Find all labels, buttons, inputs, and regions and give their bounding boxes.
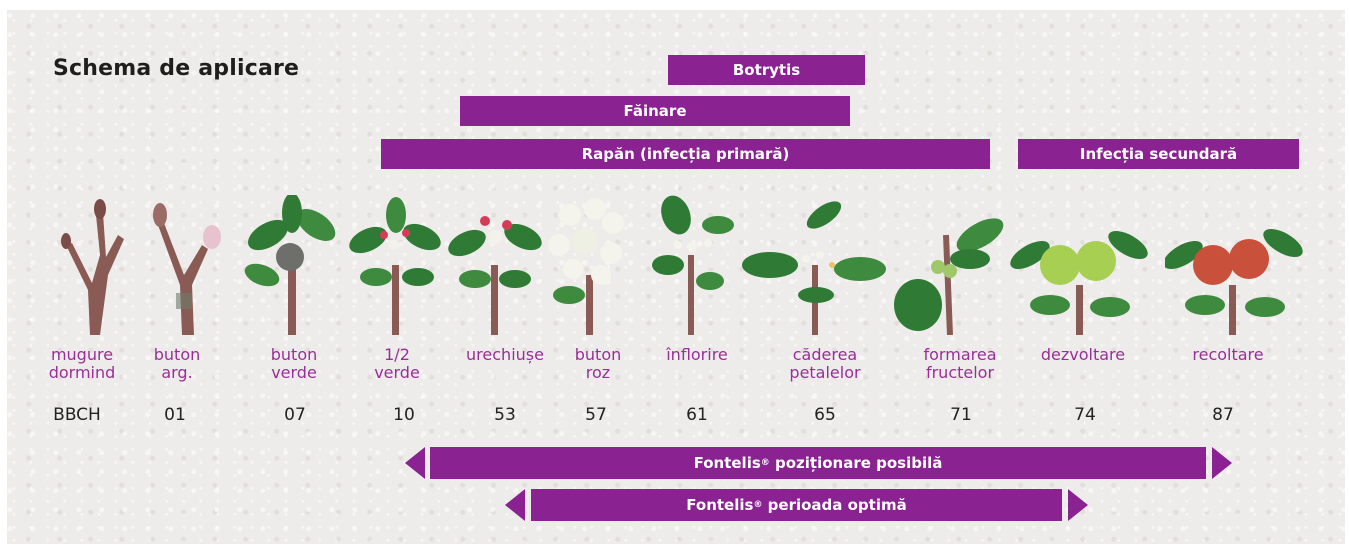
disease-label: Rapăn (infecția primară) <box>582 145 790 163</box>
registered-mark: ® <box>753 500 762 510</box>
disease-label: Botrytis <box>733 61 800 79</box>
bbch-code: 10 <box>393 405 415 425</box>
arrow-right-icon <box>1212 447 1232 479</box>
dormant-bud-illustration <box>48 195 138 335</box>
bbch-header: BBCH <box>53 405 101 425</box>
bbch-code: 57 <box>585 405 607 425</box>
fontelis-optimal-bar: Fontelis® perioada optimă <box>531 489 1062 521</box>
arrow-left-icon <box>505 489 525 521</box>
fruit-development-illustration <box>1010 195 1150 335</box>
bbch-code: 65 <box>814 405 836 425</box>
bbch-code: 53 <box>494 405 516 425</box>
fontelis-optimal-text: perioada optimă <box>768 496 907 514</box>
pink-bud-illustration <box>545 195 635 335</box>
bbch-code: 01 <box>164 405 186 425</box>
bbch-code: 74 <box>1074 405 1096 425</box>
stage-label: înflorire <box>666 346 728 364</box>
disease-bar-infectia-secundara: Infecția secundară <box>1018 139 1299 169</box>
fruit-set-illustration <box>888 195 1008 335</box>
fontelis-brand: Fontelis <box>694 454 761 472</box>
stage-label: urechiușe <box>466 346 544 364</box>
bbch-code: 07 <box>284 405 306 425</box>
stage-label: dezvoltare <box>1041 346 1125 364</box>
disease-bar-fainare: Făinare <box>460 96 850 126</box>
stage-label: recoltare <box>1192 346 1263 364</box>
disease-bar-botrytis: Botrytis <box>668 55 865 85</box>
disease-label: Infecția secundară <box>1080 145 1237 163</box>
page-title: Schema de aplicare <box>53 56 299 81</box>
bbch-code: 61 <box>686 405 708 425</box>
disease-bar-rapan: Rapăn (infecția primară) <box>381 139 990 169</box>
bbch-code: 87 <box>1212 405 1234 425</box>
petal-fall-illustration <box>740 195 888 335</box>
fontelis-possible-text: poziționare posibilă <box>775 454 942 472</box>
half-green-illustration <box>346 195 446 335</box>
green-tip-illustration <box>238 195 348 335</box>
arrow-left-icon <box>405 447 425 479</box>
harvest-illustration <box>1165 195 1305 335</box>
silver-tip-illustration <box>142 195 237 335</box>
bbch-code: 71 <box>950 405 972 425</box>
registered-mark: ® <box>761 458 770 468</box>
fontelis-possible-bar: Fontelis® poziționare posibilă <box>430 447 1206 479</box>
arrow-right-icon <box>1068 489 1088 521</box>
fontelis-brand: Fontelis <box>686 496 753 514</box>
disease-label: Făinare <box>623 102 686 120</box>
flowering-illustration <box>648 195 738 335</box>
mouse-ear-illustration <box>445 195 545 335</box>
